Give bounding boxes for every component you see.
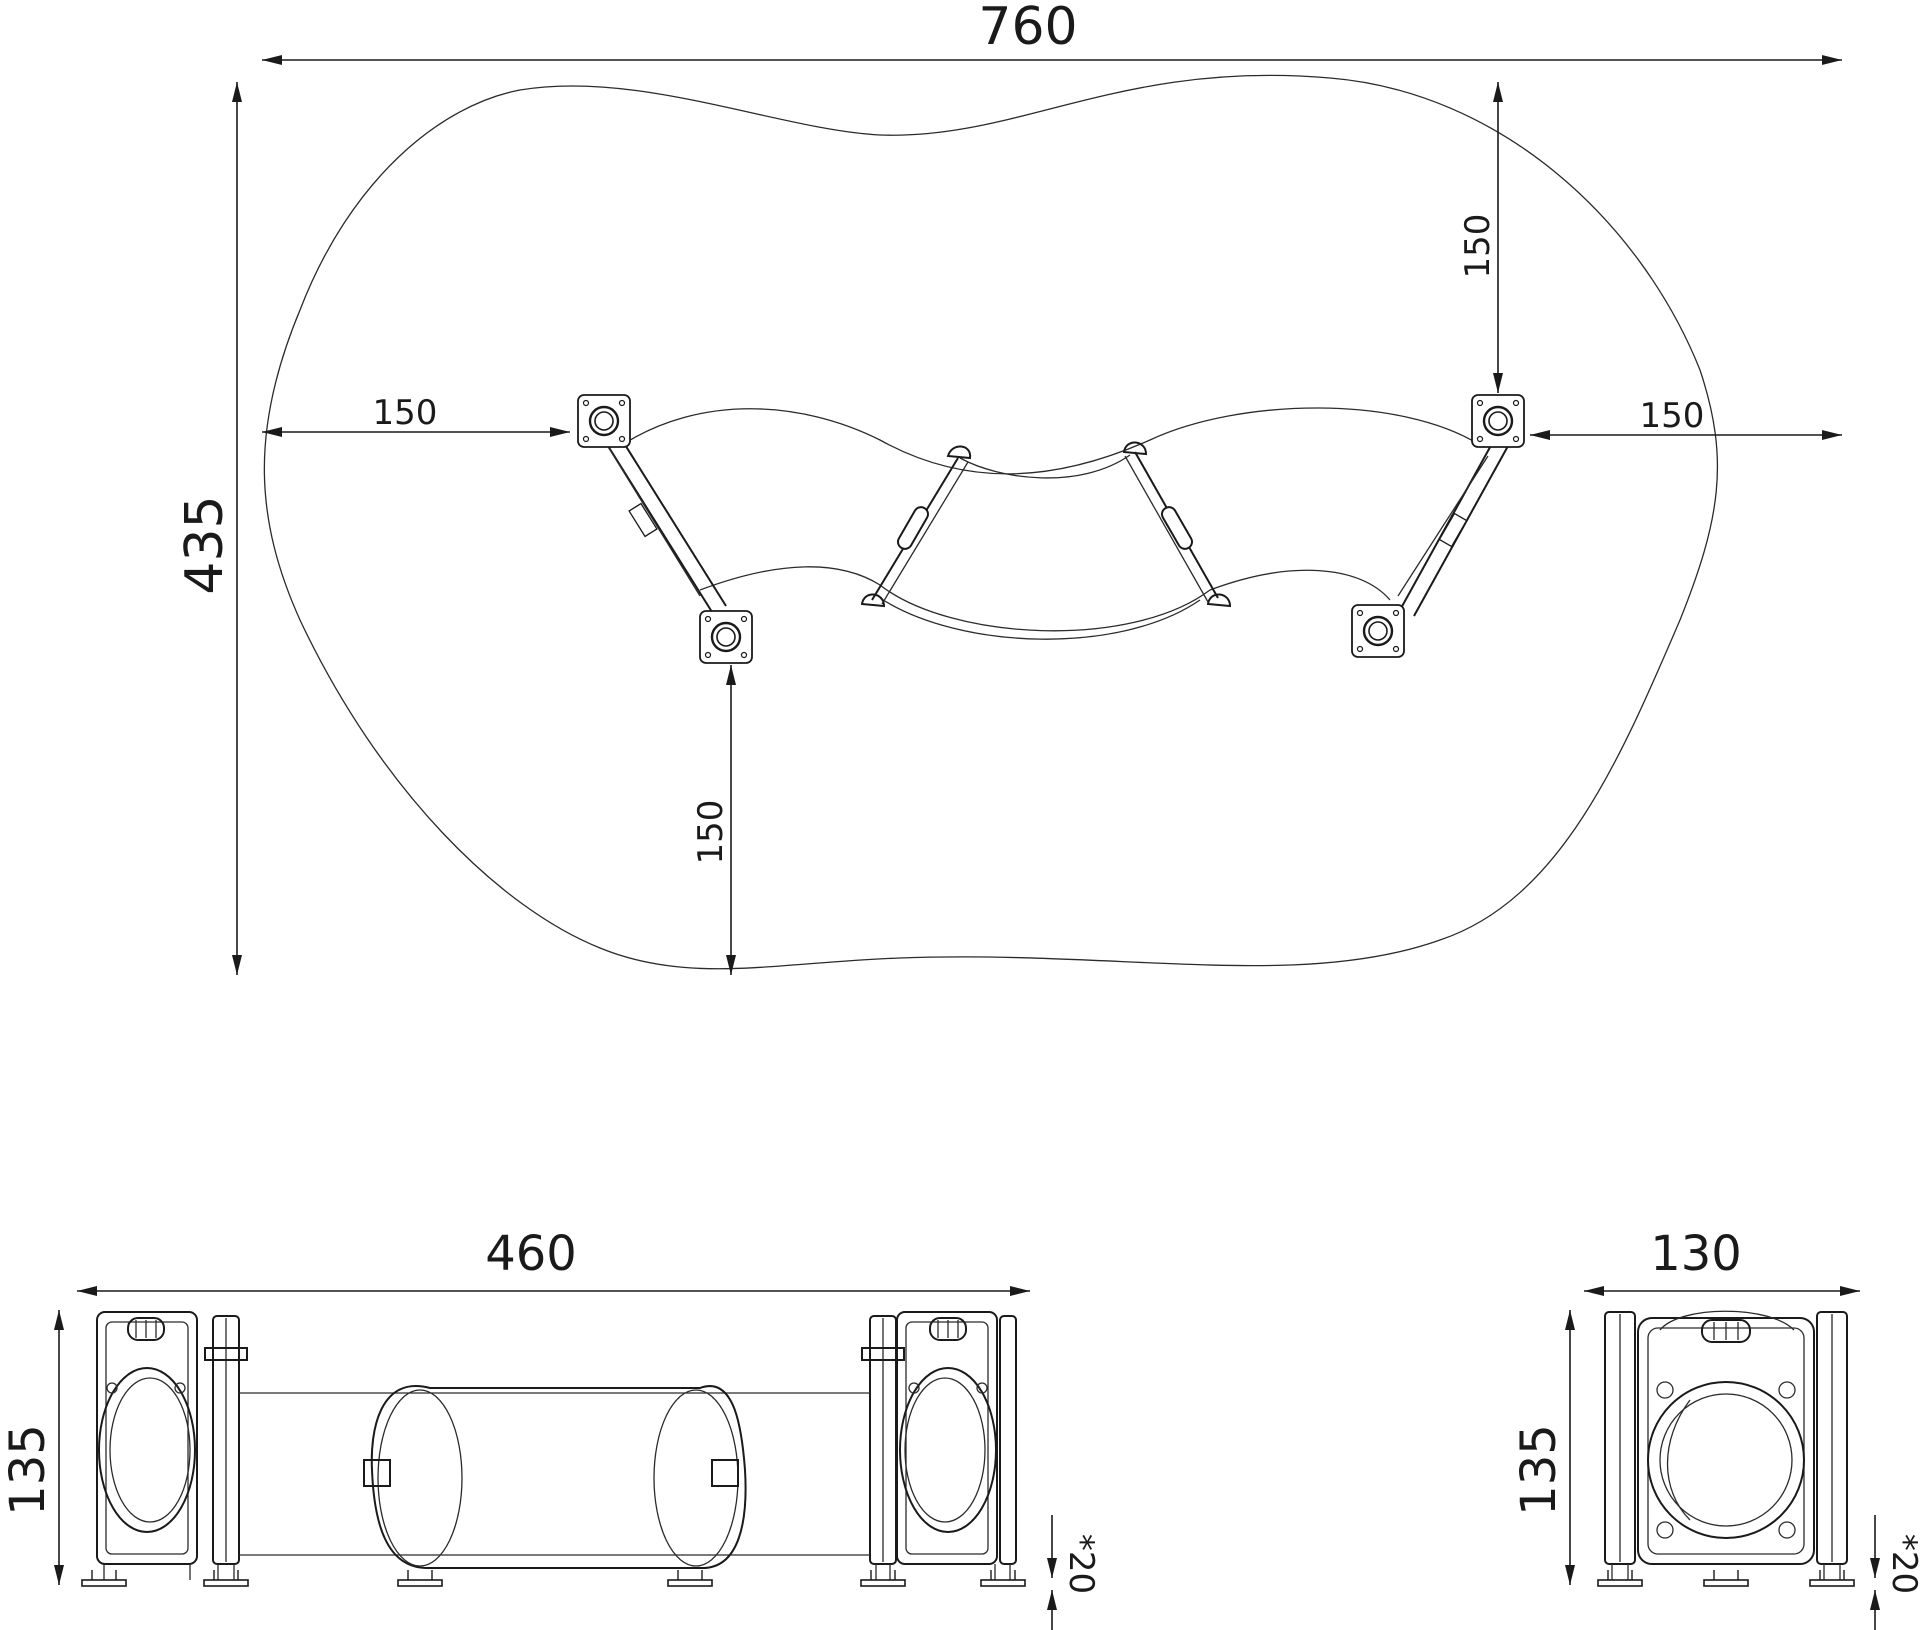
end-view: 130 135 *20 [1511,1226,1920,1630]
tunnel-inner-lower [879,597,1201,640]
left-bottom-post-plate [698,609,754,665]
safety-zone-outline [263,74,1719,970]
dim-side-length: 460 [485,1226,577,1282]
side-left-panel [96,1311,248,1580]
left-frame [576,393,754,665]
dim-offset-top: 150 [1458,214,1498,279]
dim-end-foundation-depth: *20 [1884,1534,1920,1594]
middle-clamp-right [1122,441,1232,608]
dim-offset-bottom: 150 [691,800,731,865]
dim-side-foundation-depth: *20 [1061,1534,1101,1594]
right-top-post-plate [1470,393,1526,449]
left-top-post-plate [576,393,632,449]
right-frame [1350,393,1526,659]
tunnel-lower-curve [699,566,1391,632]
tunnel-upper-curve [621,407,1481,475]
side-right-panel [861,1311,1017,1580]
dim-overall-width: 760 [978,0,1077,57]
dim-end-height: 135 [1511,1424,1567,1516]
side-tunnel-tube [239,1385,870,1570]
dim-side-height: 135 [0,1424,56,1516]
dim-overall-depth: 435 [175,495,235,594]
dim-offset-right: 150 [1640,396,1705,436]
dim-end-width: 130 [1650,1226,1742,1282]
top-view: 760 435 150 150 150 150 [175,0,1842,975]
dim-offset-left: 150 [373,393,438,433]
tunnel-inner-upper [959,454,1131,479]
right-bottom-post-plate [1350,603,1406,659]
side-view: 460 135 *20 [0,1226,1101,1630]
middle-clamp-left [860,445,972,608]
